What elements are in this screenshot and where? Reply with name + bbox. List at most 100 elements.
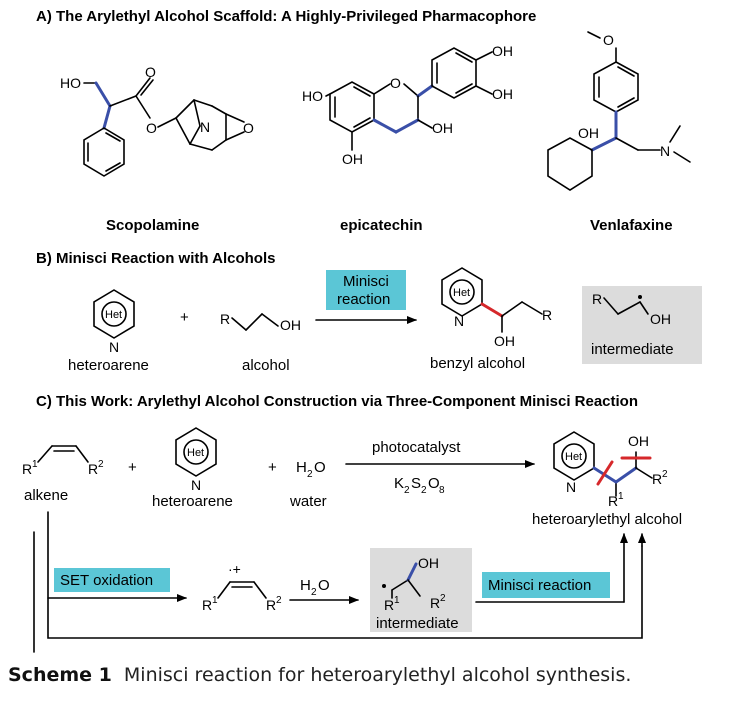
label-intermediate-c: intermediate [376,615,459,632]
label-water: water [289,493,327,510]
label-alcohol: alcohol [242,357,290,374]
h2o-h-mech: H [300,577,311,594]
label-heteroarylethyl-alcohol: heteroarylethyl alcohol [532,511,682,528]
atom-oh-b1: OH [492,43,513,59]
atom-r1-rc: R [202,597,212,613]
set-oxidation-box [54,568,170,592]
het-label-b2: Het [453,287,470,299]
caption-text: Minisci reaction for heteroarylethyl alc… [123,664,632,686]
oxidant-o: O [428,475,440,492]
heteroarene-b: Het N heteroarene [68,289,149,374]
label-set-oxidation: SET oxidation [60,572,153,589]
atom-n-c: N [191,477,201,493]
label-heteroarene-b: heteroarene [68,357,149,374]
sup-r1-int-c: 1 [394,595,400,606]
atom-oh-int-b: OH [650,311,671,327]
oxidant-k-sub: 2 [404,485,410,496]
venlafaxine-structure: O N OH Venlafaxine [547,31,691,234]
plus-c2: + [268,459,277,476]
atom-n-product: N [566,479,576,495]
atom-ho: HO [60,75,81,91]
h2o-o-c: O [314,459,326,476]
radical-cation-mark: ·+ [228,561,241,577]
atom-n-tropane: N [200,119,210,135]
atom-oh-benzyl: OH [494,333,515,349]
atom-ho-a: HO [302,88,323,104]
het-label-b: Het [105,309,122,321]
h2o-h-c: H [296,459,307,476]
atom-oh-c3: OH [432,120,453,136]
heteroarene-c: Het N heteroarene [152,427,233,510]
sup-r1-product: 1 [618,491,624,502]
sup-r2-alkene: 2 [98,459,104,470]
atom-n-b: N [109,339,119,355]
alcohol-b: R OH alcohol [220,311,301,374]
sup-r1-rc: 1 [212,595,218,606]
oxidant-o-sub: 8 [439,485,445,496]
atom-n-amine: N [660,143,670,159]
atom-r2-product: R [652,471,662,487]
sup-r2-product: 2 [662,469,668,480]
atom-oh-a: OH [342,151,363,167]
h2o-sub-mech: 2 [311,587,317,598]
atom-r-benzyl: R [542,307,552,323]
h2o-sub-c: 2 [307,469,313,480]
radical-cation: ·+ R 1 R 2 [202,561,282,613]
het-label-product: Het [565,451,582,463]
label-benzyl-alcohol: benzyl alcohol [430,355,525,372]
atom-o-carbonyl: O [145,64,156,80]
h2o-o-mech: O [318,577,330,594]
plus-b: + [180,309,189,326]
atom-r1-product: R [608,493,618,509]
oxidant-s-sub: 2 [421,485,427,496]
minisci-label-box [326,270,406,310]
atom-o-methoxy: O [603,32,614,48]
atom-r2-int-c: R [430,595,440,611]
drug-scopolamine: Scopolamine [106,217,199,234]
atom-r-alcohol: R [220,311,230,327]
alkene-c: R 1 R 2 alkene [22,445,104,504]
minisci-label-line1: Minisci [343,273,389,290]
atom-oh-product: OH [628,433,649,449]
atom-o-ester: O [146,120,157,136]
sup-r1-alkene: 1 [32,459,38,470]
atom-n-b2: N [454,313,464,329]
atom-r1-int-c: R [384,597,394,613]
atom-oh-venlafaxine: OH [578,125,599,141]
heteroarylethyl-alcohol-product: Het N R 1 OH R 2 heteroarylethyl alcohol [532,431,682,528]
sup-r2-rc: 2 [276,595,282,606]
scopolamine-structure: HO O O N O Scopolamine [60,64,254,234]
section-c-title: C) This Work: Arylethyl Alcohol Construc… [36,393,638,410]
label-photocatalyst: photocatalyst [372,439,461,456]
section-b-title: B) Minisci Reaction with Alcohols [36,250,275,267]
atom-r-int-b: R [592,291,602,307]
intermediate-box-b [582,286,702,364]
intermediate-box-c [370,548,472,632]
atom-r2-alkene: R [88,461,98,477]
atom-oh-alcohol: OH [280,317,301,333]
epicatechin-structure: HO OH O OH OH OH epicatechin [302,43,513,234]
atom-oh-int-c: OH [418,555,439,571]
atom-r1-alkene: R [22,461,32,477]
label-alkene: alkene [24,487,68,504]
atom-o-pyran: O [390,75,401,91]
oxidant-s: S [411,475,421,492]
minisci-reaction-box [482,572,610,598]
section-a-title: A) The Arylethyl Alcohol Scaffold: A Hig… [36,8,536,25]
intermediate-c: OH R 1 R 2 [382,555,446,613]
label-minisci-reaction: Minisci reaction [488,577,591,594]
label-intermediate-b: intermediate [591,341,674,358]
figure-caption: Scheme 1 Minisci reaction for heteroaryle… [8,664,631,686]
oxidant-k: K [394,475,404,492]
drug-epicatechin: epicatechin [340,217,423,234]
drug-venlafaxine: Venlafaxine [590,217,673,234]
atom-r2-rc: R [266,597,276,613]
benzyl-alcohol-b: Het N OH R benzyl alcohol [430,267,552,372]
atom-o-epoxide: O [243,120,254,136]
label-heteroarene-c: heteroarene [152,493,233,510]
atom-oh-b2: OH [492,86,513,102]
mechanism-frame [47,511,643,639]
caption-label: Scheme 1 [8,664,112,686]
